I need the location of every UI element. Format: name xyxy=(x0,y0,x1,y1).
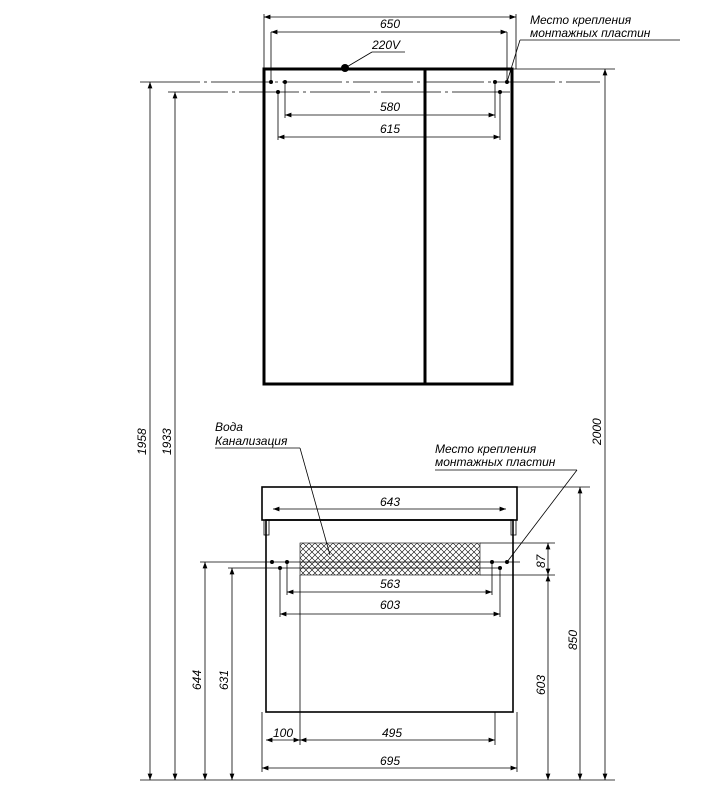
vanity-mount-note-1: Место крепления xyxy=(435,442,537,456)
left-offset-label: 100 xyxy=(273,726,293,740)
vanity-mount-note-2: монтажных пластин xyxy=(435,455,556,469)
water-label: Вода xyxy=(215,420,243,434)
water-drain-zone xyxy=(299,542,481,576)
zone-width-label: 495 xyxy=(382,726,402,740)
power-label: 220V xyxy=(371,38,401,52)
height-2000-label: 2000 xyxy=(590,418,604,446)
height-dimensions: 1958 1933 2000 644 631 xyxy=(135,68,615,780)
vanity-mount-height-label: 603 xyxy=(534,675,548,695)
height-1958-label: 1958 xyxy=(135,428,149,455)
mirror-mount-note-2: монтажных пластин xyxy=(530,26,651,40)
vanity-mount-inner-label: 563 xyxy=(380,577,400,591)
mirror-cabinet: 650 220V 580 615 Место крепления монтажн… xyxy=(140,13,680,386)
drain-label: Канализация xyxy=(215,434,288,448)
vanity-mount-outer-label: 603 xyxy=(380,598,400,612)
vanity-height-label: 850 xyxy=(566,630,580,650)
mirror-mount-outer-label: 615 xyxy=(380,122,400,136)
mirror-width-label: 650 xyxy=(380,17,400,31)
height-1933-label: 1933 xyxy=(160,428,174,455)
vanity-cabinet: 643 563 603 87 603 850 100 495 695 Вода … xyxy=(140,420,615,781)
height-644-label: 644 xyxy=(190,670,204,690)
mirror-mount-note-1: Место крепления xyxy=(530,13,632,27)
zone-height-label: 87 xyxy=(534,553,548,568)
height-631-label: 631 xyxy=(217,670,231,690)
vanity-top-width-label: 643 xyxy=(380,495,400,509)
mirror-mount-inner-label: 580 xyxy=(380,100,400,114)
total-width-label: 695 xyxy=(380,754,400,768)
